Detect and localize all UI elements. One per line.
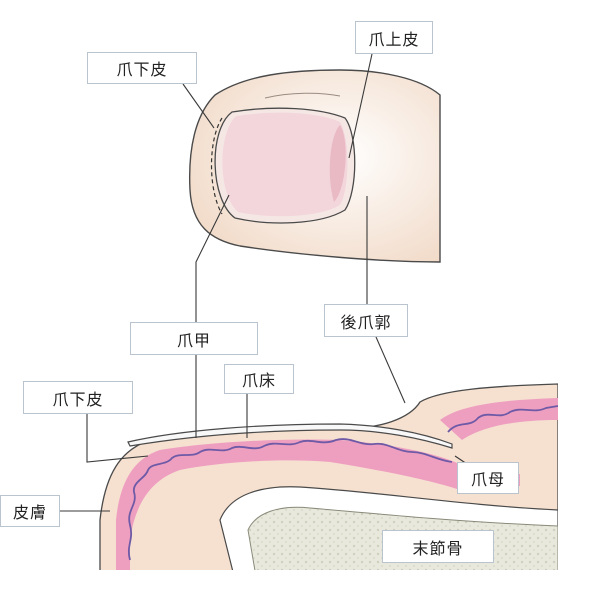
- label-skin: 皮膚: [0, 495, 60, 527]
- label-distal-phalanx: 末節骨: [382, 530, 494, 563]
- label-nail-matrix: 爪母: [457, 462, 519, 494]
- nail-plate-top: [222, 112, 348, 217]
- finger-crease: [264, 92, 341, 99]
- label-nail-plate: 爪甲: [130, 322, 258, 355]
- leader-nail-plate-top: [195, 194, 230, 438]
- hyponychium-dashed-line: [210, 117, 223, 215]
- leader-lines: [60, 53, 471, 512]
- label-eponychium: 爪上皮: [355, 21, 433, 54]
- leader-hyponychium-side: [86, 414, 149, 463]
- leader-hyponychium-top: [182, 83, 215, 129]
- label-nail-bed: 爪床: [224, 364, 294, 394]
- leader-proximal-fold-section: [375, 336, 406, 404]
- label-hyponychium-top: 爪下皮: [87, 52, 197, 84]
- nail-plate-section: [127, 423, 453, 449]
- matrix-pink-layer: [440, 398, 558, 440]
- fingertip-top-view: [188, 69, 441, 263]
- leader-eponychium: [348, 53, 373, 159]
- epidermis-wavy-line: [127, 438, 453, 561]
- label-proximal-nail-fold: 後爪郭: [324, 304, 408, 337]
- dermis-pink-layer: [116, 439, 520, 570]
- lunula: [329, 125, 346, 202]
- fold-wavy-line: [447, 405, 558, 433]
- label-hyponychium-side: 爪下皮: [23, 381, 133, 414]
